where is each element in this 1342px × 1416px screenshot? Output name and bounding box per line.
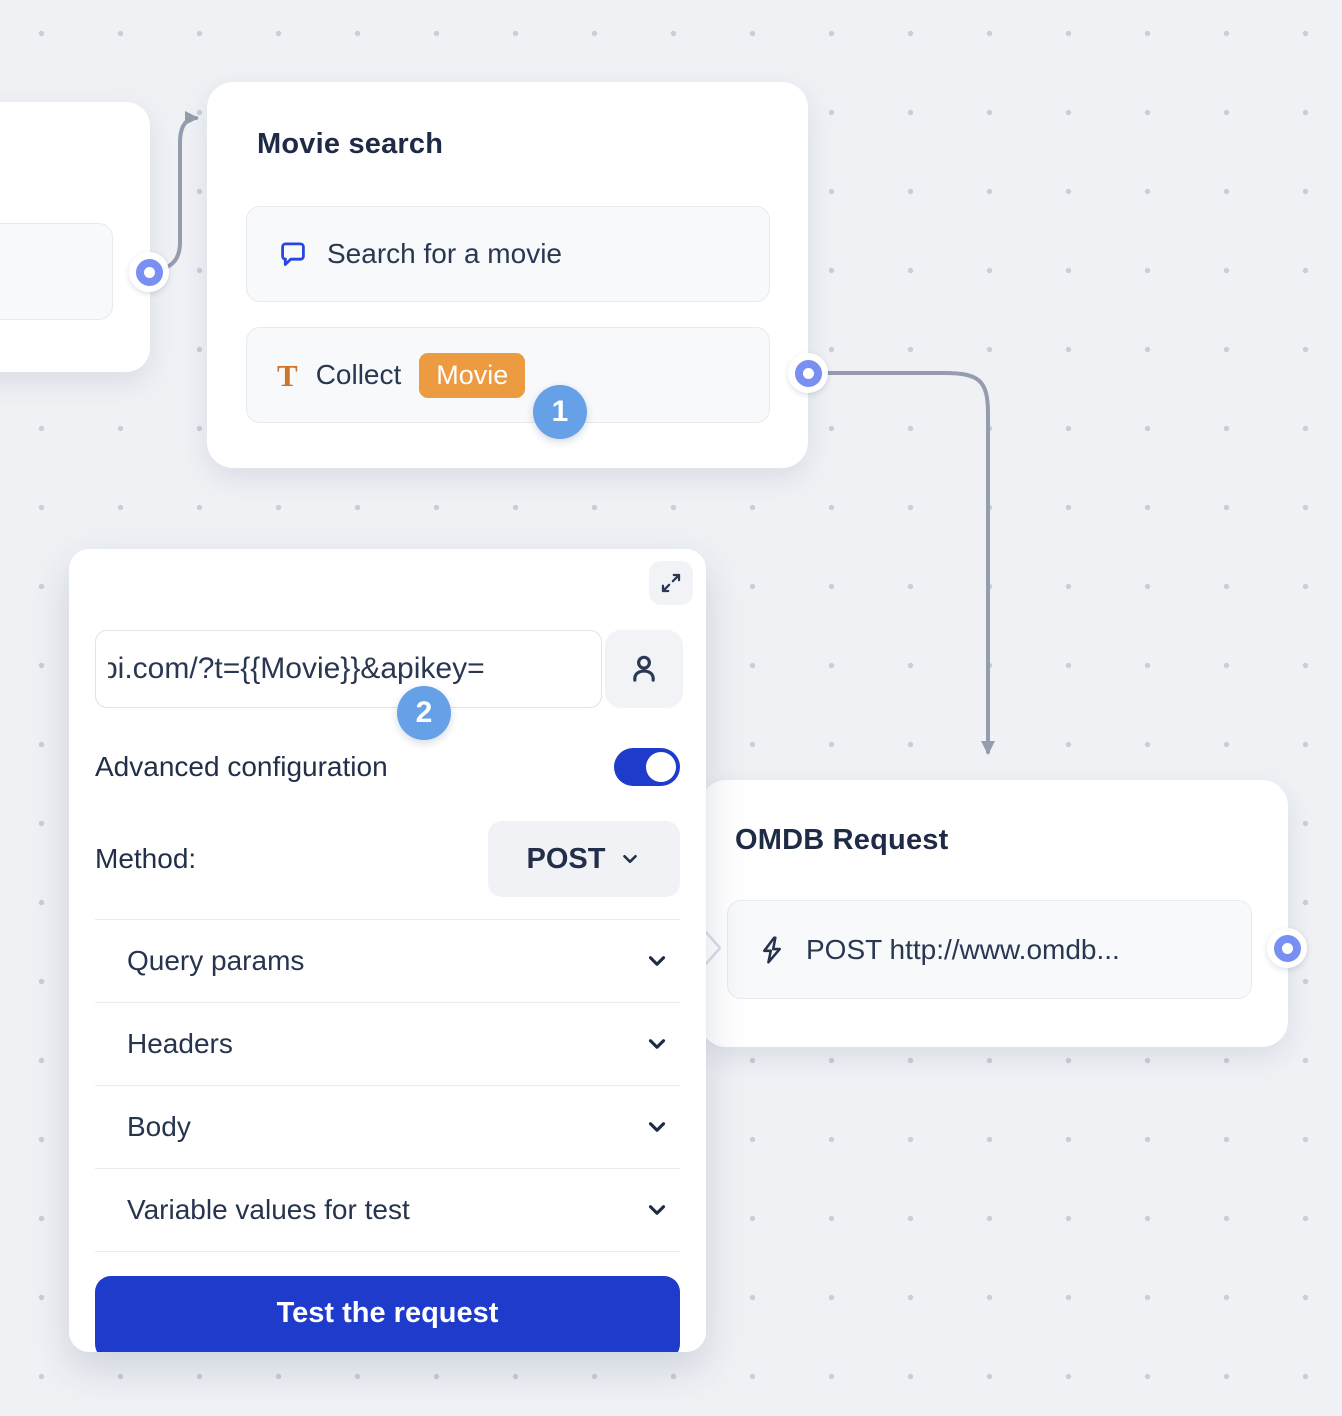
chevron-down-icon bbox=[644, 1114, 670, 1140]
node-row-label: POST http://www.omdb... bbox=[806, 934, 1120, 966]
method-label: Method: bbox=[95, 843, 196, 875]
variable-chip-movie[interactable]: Movie bbox=[419, 353, 525, 398]
lightning-icon bbox=[756, 934, 788, 966]
expand-button[interactable] bbox=[649, 561, 693, 605]
output-port-omdb[interactable] bbox=[1267, 928, 1307, 968]
insert-variable-button[interactable] bbox=[605, 630, 683, 708]
step-badge-2: 2 bbox=[397, 686, 451, 740]
advanced-configuration-row: Advanced configuration bbox=[95, 745, 680, 789]
node-row-collect-movie[interactable]: T Collect Movie bbox=[246, 327, 770, 423]
node-omdb-request[interactable]: OMDB Request POST http://www.omdb... bbox=[700, 780, 1288, 1047]
section-headers[interactable]: Headers bbox=[95, 1002, 680, 1085]
node-row-label: Search for a movie bbox=[327, 238, 562, 270]
webhook-config-panel: Advanced configuration Method: POST Quer… bbox=[69, 549, 706, 1352]
advanced-configuration-label: Advanced configuration bbox=[95, 751, 388, 783]
method-value: POST bbox=[527, 843, 606, 876]
chevron-down-icon bbox=[644, 1031, 670, 1057]
section-label: Variable values for test bbox=[127, 1194, 410, 1226]
node-row-search-for-movie[interactable]: Search for a movie bbox=[246, 206, 770, 302]
section-body[interactable]: Body bbox=[95, 1085, 680, 1168]
node-row-post-request[interactable]: POST http://www.omdb... bbox=[727, 900, 1252, 999]
toggle-knob bbox=[646, 752, 676, 782]
section-variable-values-for-test[interactable]: Variable values for test bbox=[95, 1168, 680, 1252]
connector-left-to-movie-search bbox=[152, 118, 196, 272]
chevron-down-icon bbox=[644, 1197, 670, 1223]
port-dot bbox=[136, 259, 163, 286]
output-port-left-node[interactable] bbox=[129, 252, 169, 292]
node-title: OMDB Request bbox=[735, 824, 948, 857]
section-label: Body bbox=[127, 1111, 191, 1143]
node-row[interactable] bbox=[0, 223, 113, 320]
section-query-params[interactable]: Query params bbox=[95, 919, 680, 1002]
connector-movie-search-to-omdb bbox=[820, 373, 988, 752]
method-select[interactable]: POST bbox=[488, 821, 680, 897]
method-row: Method: POST bbox=[95, 819, 680, 899]
node-row-label: Collect bbox=[316, 359, 402, 391]
port-dot bbox=[795, 360, 822, 387]
webhook-url-input[interactable] bbox=[95, 630, 602, 708]
node-title: Movie search bbox=[257, 128, 443, 161]
chevron-down-icon bbox=[619, 848, 641, 870]
person-icon bbox=[625, 650, 663, 688]
advanced-configuration-toggle[interactable] bbox=[614, 748, 680, 786]
section-label: Headers bbox=[127, 1028, 233, 1060]
node-partial-left[interactable] bbox=[0, 102, 150, 372]
expand-icon bbox=[658, 570, 684, 596]
request-sections-accordion: Query params Headers Body Variable value… bbox=[95, 919, 680, 1252]
test-request-button[interactable]: Test the request bbox=[95, 1276, 680, 1352]
chevron-down-icon bbox=[644, 948, 670, 974]
text-input-icon: T bbox=[277, 360, 298, 391]
node-movie-search[interactable]: Movie search Search for a movie T Collec… bbox=[207, 82, 808, 468]
step-badge-1: 1 bbox=[533, 385, 587, 439]
chat-bubble-icon bbox=[277, 238, 309, 270]
output-port-movie-search[interactable] bbox=[788, 353, 828, 393]
section-label: Query params bbox=[127, 945, 304, 977]
port-dot bbox=[1274, 935, 1301, 962]
